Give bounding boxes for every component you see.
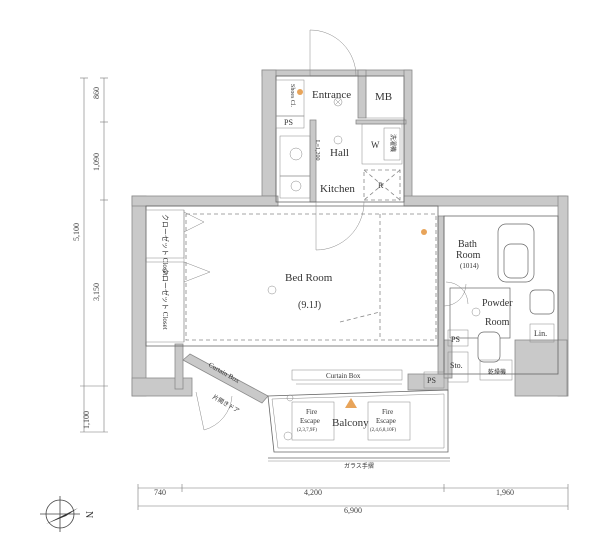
dim-h3: 1,960 [496, 488, 514, 497]
dim-v2: 1,090 [92, 153, 101, 171]
ps-bath-label: PS [451, 335, 460, 344]
fire-escape-1b-label: Escape [300, 417, 320, 425]
bath-label-2: Room [456, 250, 481, 261]
sto-label: Sto. [450, 361, 463, 370]
dim-h-total: 6,900 [344, 506, 362, 515]
hall-label: Hall [330, 147, 349, 159]
closet-2-label: クローゼット Closet [161, 268, 170, 330]
kitchen-label: Kitchen [320, 183, 355, 195]
ps-bottom-label: PS [427, 376, 436, 385]
fire-escape-2c-label: (2,4,6,8,10F) [370, 428, 396, 433]
fire-escape-2b-label: Escape [376, 417, 396, 425]
shoes-label: Shoes Cl. [289, 84, 295, 108]
powder-label: Powder [482, 298, 513, 309]
bath-label: Bath [458, 239, 477, 250]
vertical-dimensions [80, 77, 108, 433]
w-label: W [371, 140, 380, 150]
doors [183, 29, 469, 431]
bedroom-label: Bed Room [285, 272, 333, 284]
kitchen-length-label: L=1,200 [314, 140, 320, 161]
dim-v3: 5,100 [72, 223, 81, 241]
drying-label: 乾燥機 [488, 368, 506, 376]
powder-label-2: Room [485, 317, 510, 328]
fire-escape-1-label: Fire [306, 408, 317, 416]
dim-v1: 860 [92, 87, 101, 99]
washer-pan-label: 洗濯機 [389, 134, 397, 152]
fixtures-symbols [267, 89, 481, 441]
balcony-label: Balcony [332, 417, 369, 429]
dim-h2: 4,200 [304, 488, 322, 497]
side-door-label: 片開きドア [211, 393, 241, 415]
mb-label: MB [375, 91, 392, 103]
fire-escape-1c-label: (2,3,7,9F) [297, 428, 317, 433]
dim-v5: 1,100 [82, 411, 91, 429]
dim-v4: 3,150 [92, 283, 101, 301]
compass-icon [40, 496, 80, 532]
dim-h1: 740 [154, 488, 166, 497]
horizontal-dimensions [137, 484, 569, 510]
entrance-label: Entrance [312, 89, 351, 101]
compass-north-label: N [83, 511, 94, 518]
fire-escape-2-label: Fire [382, 408, 393, 416]
ps-entrance-label: PS [284, 118, 293, 127]
curtain-box-top-label: Curtain Box [326, 372, 361, 380]
lin-label: Lin. [534, 329, 547, 338]
vent-icon [345, 398, 357, 408]
closet-1-label: クローゼット Closet [161, 214, 170, 276]
r-label: R [378, 181, 384, 190]
bath-size-label: (1014) [460, 262, 479, 270]
bedroom-size-label: (9.1J) [298, 300, 321, 311]
glass-rail-label: ガラス手摺 [344, 462, 374, 470]
